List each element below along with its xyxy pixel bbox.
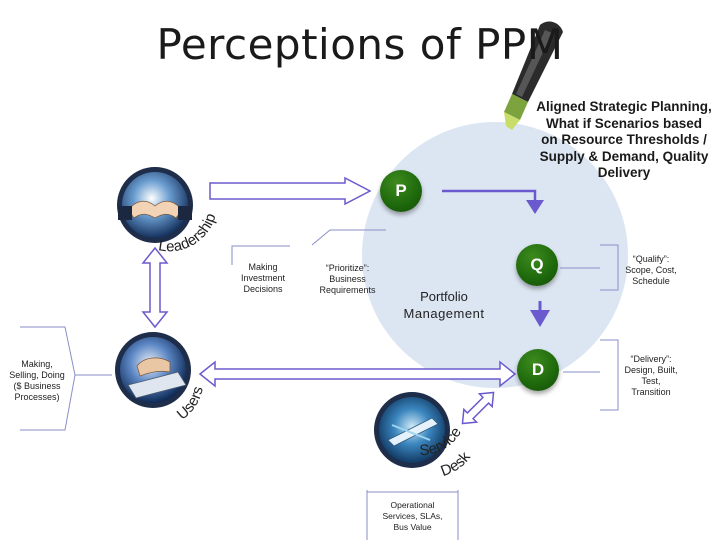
keyboard-hand-icon bbox=[115, 332, 191, 408]
portfolio-management-label: Portfolio Management bbox=[385, 288, 503, 322]
ms-line-3: ($ Business bbox=[13, 381, 61, 391]
aligned-line-1: Aligned Strategic Planning, bbox=[536, 99, 712, 114]
ms-line-4: Processes) bbox=[14, 392, 60, 402]
op-line-3: Bus Value bbox=[393, 522, 432, 532]
delivery-bracket bbox=[600, 339, 619, 411]
mi-line-3: Decisions bbox=[243, 284, 283, 294]
making-investment-label: Making Investment Decisions bbox=[228, 262, 298, 295]
node-p: P bbox=[380, 170, 422, 212]
pr-line-1: “Prioritize”: bbox=[325, 263, 370, 273]
prioritize-callout bbox=[311, 229, 386, 246]
op-line-2: Services, SLAs, bbox=[382, 511, 443, 521]
highlighter-marker-icon bbox=[504, 21, 563, 130]
leadership-to-p-arrow bbox=[209, 176, 372, 206]
leadership-users-arrow bbox=[141, 246, 169, 329]
portfolio-circle bbox=[362, 122, 628, 388]
aligned-line-4: Supply & Demand, Quality bbox=[539, 148, 709, 164]
q-line-1: “Qualify”: bbox=[632, 254, 670, 264]
mi-line-1: Making bbox=[248, 262, 278, 272]
operational-bracket bbox=[366, 490, 459, 540]
ms-line-2: Selling, Doing bbox=[9, 370, 65, 380]
handshake-icon bbox=[117, 167, 193, 243]
p-to-q-arrowhead bbox=[526, 200, 544, 214]
mi-line-2: Investment bbox=[240, 273, 286, 283]
aligned-line-3: on Resource Thresholds / bbox=[541, 132, 707, 147]
dl-line-1: “Delivery”: bbox=[630, 354, 672, 364]
ms-line-1: Making, bbox=[21, 359, 53, 369]
dl-line-2: Design, Built, bbox=[624, 365, 678, 375]
q-to-d-arrowhead bbox=[530, 310, 550, 327]
aligned-line-5: Delivery bbox=[597, 165, 651, 180]
q-line-3: Schedule bbox=[632, 276, 670, 286]
delivery-label: “Delivery”: Design, Built, Test, Transit… bbox=[617, 354, 685, 398]
page-title: Perceptions of PPM bbox=[156, 20, 564, 69]
dl-line-3: Test, bbox=[641, 376, 661, 386]
q-line-2: Scope, Cost, bbox=[625, 265, 677, 275]
qualify-bracket bbox=[600, 244, 619, 291]
pr-line-3: Requirements bbox=[319, 285, 376, 295]
aligned-strategic-text: Aligned Strategic Planning, What if Scen… bbox=[530, 99, 718, 182]
users-d-arrow bbox=[198, 360, 517, 388]
node-d: D bbox=[517, 349, 559, 391]
service-desk-icon bbox=[374, 392, 450, 468]
qualify-label: “Qualify”: Scope, Cost, Schedule bbox=[617, 254, 685, 287]
aligned-line-2: What if Scenarios based bbox=[545, 115, 703, 131]
node-q: Q bbox=[516, 244, 558, 286]
op-line-1: Operational bbox=[390, 500, 435, 510]
dl-line-4: Transition bbox=[631, 387, 671, 397]
pm-line-1: Portfolio bbox=[420, 289, 468, 304]
making-selling-label: Making, Selling, Doing ($ Business Proce… bbox=[2, 359, 72, 403]
pm-line-2: Management bbox=[403, 306, 485, 321]
servicedesk-d-arrow bbox=[461, 391, 495, 425]
pr-line-2: Business bbox=[329, 274, 366, 284]
operational-label: Operational Services, SLAs, Bus Value bbox=[367, 500, 458, 533]
prioritize-label: “Prioritize”: Business Requirements bbox=[310, 263, 385, 296]
making-investment-callout bbox=[231, 245, 290, 265]
